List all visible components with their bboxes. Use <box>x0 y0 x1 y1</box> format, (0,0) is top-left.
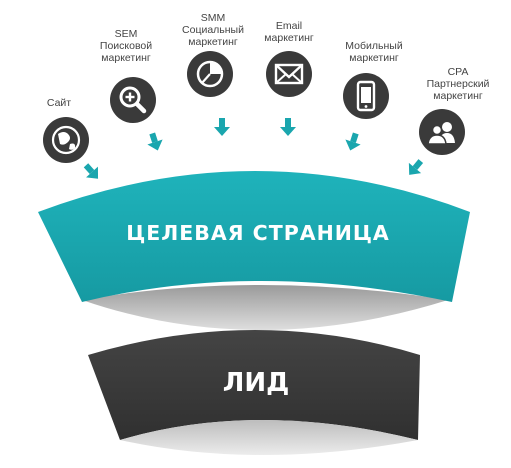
landing-page-label: ЦЕЛЕВАЯ СТРАНИЦА <box>126 221 390 245</box>
channel-label-site: Сайт <box>46 97 72 109</box>
envelope-icon <box>266 51 312 97</box>
landing-page-band: ЦЕЛЕВАЯ СТРАНИЦА <box>38 171 470 330</box>
lead-label: ЛИД <box>223 368 290 398</box>
channel-label-sem: SEM Поисковой маркетинг <box>99 28 153 64</box>
arrow-6 <box>408 159 424 175</box>
arrow-3 <box>214 118 230 136</box>
arrow-2 <box>147 132 163 151</box>
arrow-1 <box>83 163 99 179</box>
channel-label-email: Email маркетинг <box>264 20 314 44</box>
arrow-4 <box>280 118 296 136</box>
smartphone-icon <box>343 73 389 119</box>
channel-label-mobile: Мобильный маркетинг <box>345 40 403 64</box>
channel-label-cpa: CPA Партнерский маркетинг <box>426 66 490 102</box>
arrows <box>83 118 424 179</box>
arrow-5 <box>345 132 361 151</box>
users-icon <box>419 109 465 155</box>
globe-icon <box>43 117 89 163</box>
channel-label-smm: SMM Социальный маркетинг <box>182 12 244 48</box>
pie-chart-icon <box>187 51 233 97</box>
lead-band: ЛИД <box>88 330 420 455</box>
search-icon <box>110 77 156 123</box>
